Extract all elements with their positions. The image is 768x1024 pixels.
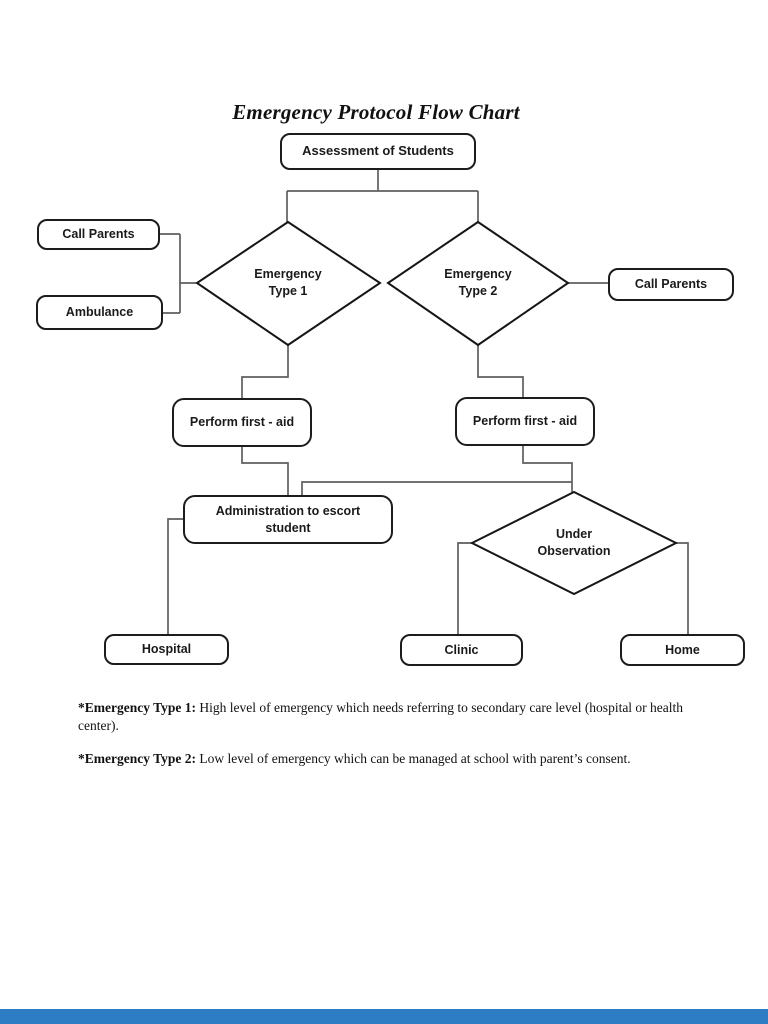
footer-bar xyxy=(0,1009,768,1024)
diamond-under-observation xyxy=(469,490,679,596)
edge-observation-home xyxy=(676,542,689,634)
footnote-emergency-type-2: *Emergency Type 2: Low level of emergenc… xyxy=(78,750,698,768)
page-title: Emergency Protocol Flow Chart xyxy=(232,100,520,125)
footnote-emergency-type-1: *Emergency Type 1: High level of emergen… xyxy=(78,699,698,735)
edge-type1-bracket-left xyxy=(160,233,197,314)
node-hospital: Hospital xyxy=(104,634,229,665)
node-ambulance: Ambulance xyxy=(36,295,163,330)
edge-performright-observation-admin xyxy=(301,446,573,495)
edge-performleft-admin xyxy=(241,447,289,495)
node-call-parents-left: Call Parents xyxy=(37,219,160,250)
footnote-2-label: *Emergency Type 2: xyxy=(78,751,196,767)
edge-assessment-split xyxy=(286,170,479,222)
edge-type1-perform-left xyxy=(241,345,289,398)
footnote-2-text: Low level of emergency which can be mana… xyxy=(195,751,631,767)
node-perform-first-aid-left: Perform first - aid xyxy=(172,398,312,447)
edge-admin-hospital xyxy=(167,518,183,634)
footnote-1-label: *Emergency Type 1: xyxy=(78,700,196,715)
edge-observation-clinic xyxy=(457,542,472,634)
node-home: Home xyxy=(620,634,745,666)
diamond-emergency-type-1 xyxy=(195,220,382,347)
node-assessment-of-students: Assessment of Students xyxy=(280,133,476,170)
node-clinic: Clinic xyxy=(400,634,523,666)
footnote-1-text: High level of emergency which needs refe… xyxy=(78,700,684,734)
diamond-emergency-type-2 xyxy=(386,220,570,347)
node-administration-escort-student: Administration to escort student xyxy=(183,495,393,544)
footnotes: *Emergency Type 1: High level of emergen… xyxy=(78,699,698,768)
node-call-parents-right: Call Parents xyxy=(608,268,734,301)
edge-type2-perform-right xyxy=(477,345,524,397)
node-perform-first-aid-right: Perform first - aid xyxy=(455,397,595,446)
